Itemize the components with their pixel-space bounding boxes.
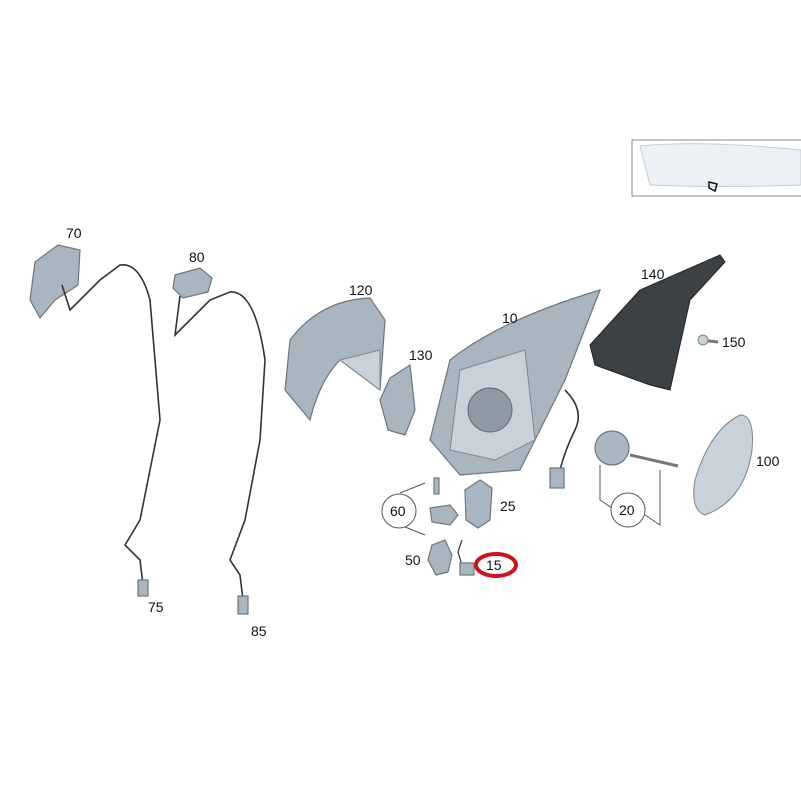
wire-85 — [173, 291, 266, 601]
label-140: 140 — [641, 266, 665, 282]
label-85: 85 — [251, 623, 267, 639]
label-120: 120 — [349, 282, 373, 298]
label-60: 60 — [390, 503, 406, 519]
callout-circle-60 — [381, 493, 417, 529]
connector-85[interactable] — [237, 595, 249, 615]
label-100: 100 — [756, 453, 780, 469]
part-150-screw[interactable] — [697, 334, 719, 346]
part-60-screw[interactable] — [433, 477, 440, 495]
label-15: 15 — [486, 557, 502, 573]
label-50: 50 — [405, 552, 421, 568]
inset-view — [631, 139, 801, 197]
wire-75 — [61, 264, 161, 586]
part-130-trim[interactable] — [379, 363, 416, 436]
part-140-base[interactable] — [589, 254, 726, 391]
part-120-cover[interactable] — [284, 297, 386, 422]
housing-connector[interactable] — [549, 467, 565, 489]
part-100-glass[interactable] — [693, 414, 753, 516]
part-15-cable — [457, 539, 463, 566]
part-25-actuator[interactable] — [464, 479, 493, 529]
part-70-bracket[interactable] — [29, 244, 81, 320]
part-10-housing[interactable] — [429, 289, 602, 476]
part-60-clip[interactable] — [429, 504, 459, 526]
label-10: 10 — [502, 310, 518, 326]
label-25: 25 — [500, 498, 516, 514]
label-80: 80 — [189, 249, 205, 265]
part-15-sensor[interactable] — [459, 562, 475, 576]
label-75: 75 — [148, 599, 164, 615]
part-50-connector[interactable] — [427, 539, 453, 576]
label-70: 70 — [66, 225, 82, 241]
leader-20 — [599, 465, 661, 526]
part-20-motor[interactable] — [594, 430, 679, 468]
callout-circle-20 — [610, 492, 646, 528]
label-150: 150 — [722, 334, 746, 350]
part-80-module[interactable] — [172, 267, 213, 299]
label-20: 20 — [619, 502, 635, 518]
housing-cable — [559, 389, 580, 471]
label-130: 130 — [409, 347, 433, 363]
highlight-ring-15 — [474, 552, 518, 578]
connector-75[interactable] — [137, 579, 149, 597]
